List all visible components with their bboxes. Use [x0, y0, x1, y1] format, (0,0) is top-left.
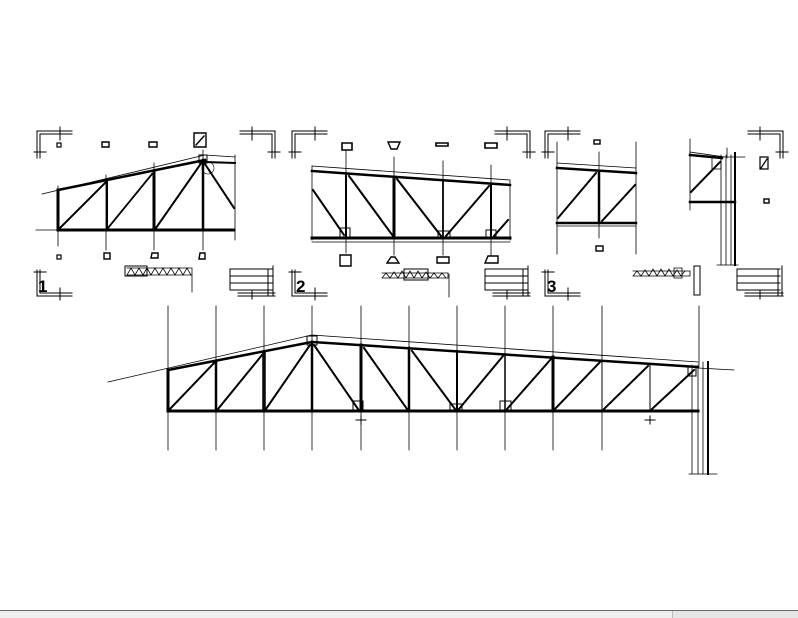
- detail-1-truss: [33, 126, 281, 301]
- main-truss-elevation: [107, 305, 735, 475]
- scrollbar-thumb[interactable]: [672, 611, 798, 618]
- horizontal-scrollbar[interactable]: [0, 610, 798, 618]
- detail-number-3: 3: [547, 277, 557, 296]
- detail-number-1: 1: [38, 277, 48, 296]
- detail-3-truss: [541, 126, 789, 301]
- detail-number-2: 2: [296, 277, 306, 296]
- detail-2-truss: [288, 126, 536, 301]
